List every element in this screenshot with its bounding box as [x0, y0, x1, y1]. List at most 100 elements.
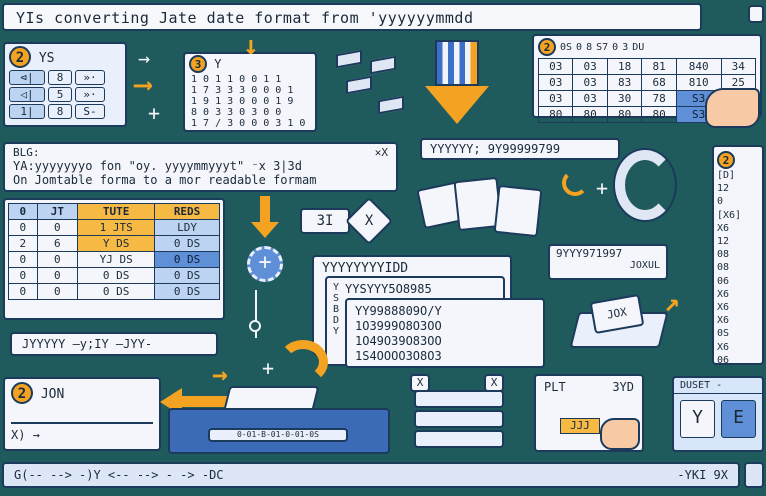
grid-cell: 80 [537, 106, 574, 123]
keypad-key[interactable]: S- [75, 104, 105, 119]
receipt-code: 9YYY971997 [556, 247, 623, 260]
plt-tag[interactable]: JJJ [560, 418, 600, 434]
list-item: X6 [717, 302, 730, 314]
window-button-square[interactable] [748, 5, 764, 23]
grid-cell: 840 [675, 58, 722, 75]
y-card-line: 1 7 / 3 0 0 0 3 1 0 [191, 118, 306, 129]
stack-letter: Y [333, 282, 340, 293]
table-header: REDS [154, 203, 220, 220]
keypad-key[interactable]: 8 [48, 104, 72, 119]
keypad-key[interactable]: ⊲| [9, 70, 45, 85]
stack-mid-title: YYSYYY5O8985 [345, 282, 432, 296]
table-cell: YJ DS [77, 251, 156, 268]
json-title: JON [40, 387, 65, 402]
grid-cell: 18 [606, 58, 643, 75]
arrow-right-icon: → [212, 360, 228, 390]
list-badge: 2 [717, 151, 735, 169]
block-shapes [332, 48, 412, 128]
keypad-key[interactable]: »· [75, 70, 105, 85]
grid-cell: 03 [537, 74, 574, 91]
gear-icon: + [247, 246, 283, 282]
stack-letter: S [333, 293, 340, 304]
arrow-right-icon: ⟶ [135, 70, 151, 100]
paper-stack-icon [416, 165, 560, 245]
grid-header: 8 [586, 41, 593, 53]
converter-line: On Jomtable forma to a mor readable form… [13, 173, 317, 187]
table-cell: 0 [8, 267, 38, 284]
list-item: X6 [717, 288, 730, 300]
receipt: 9YYY971997 JOXUL [548, 244, 668, 280]
grid-cell: 03 [537, 90, 574, 107]
y-card-line: 1 0 1 1 0 0 1 1 [191, 74, 282, 85]
bottom-bar-end-button[interactable] [744, 462, 764, 488]
keypad-panel: 2 YS ⊲| 8 »· ◁| 5 »· 1| 8 S- [3, 42, 127, 127]
arrow-right-icon: → [138, 46, 151, 70]
receipt-sub: JOXUL [629, 260, 660, 271]
stack-letter: B [333, 304, 340, 315]
keypad-key[interactable]: »· [75, 87, 105, 102]
stack-letter: Y [333, 326, 340, 337]
y-card-label: Y [214, 57, 222, 71]
list-item: 08 [717, 249, 730, 261]
plt-left: PLT [544, 380, 566, 394]
keypad-key[interactable]: ◁| [9, 87, 45, 102]
code-bubble: YYYYYY; 9Y99999799 [420, 138, 620, 160]
grid-cell: 68 [641, 74, 677, 91]
grid-cell: 34 [720, 58, 757, 75]
table-cell: 0 DS [154, 267, 220, 284]
y-card-line: 8 0 3 3 0 3 0 0 [191, 107, 282, 118]
dust-button-y[interactable]: Y [680, 400, 715, 438]
grid-cell: 03 [572, 74, 608, 91]
grid-cell: 30 [606, 90, 643, 107]
list-item: 06 [717, 275, 730, 287]
keypad-key[interactable]: 1| [9, 104, 45, 119]
grid-header: S7 [596, 41, 609, 53]
table-cell: 0 [36, 219, 79, 236]
table-cell: Y DS [77, 235, 156, 252]
y-card-line: 1 9 1 3 0 0 0 1 9 [191, 96, 294, 107]
dust-panel: DUSET - Y E [672, 376, 764, 452]
funnel-arrow-icon [425, 40, 489, 124]
list-item: X6 [717, 315, 730, 327]
connector-line [255, 290, 257, 338]
keypad-grid: ⊲| 8 »· ◁| 5 »· 1| 8 S- [5, 70, 125, 119]
hand-pen-icon [705, 88, 760, 128]
table-cell: LDY [154, 219, 220, 236]
plus-icon: + [148, 101, 161, 125]
dust-button-e[interactable]: E [721, 400, 756, 438]
curved-arrow-icon [562, 170, 588, 196]
converter-label: BLG: [13, 146, 40, 159]
close-icon[interactable]: X [484, 374, 504, 392]
x-mark: X [416, 376, 424, 389]
list-item: 06 [717, 354, 730, 366]
grid-header: 0 [612, 41, 619, 53]
grid-header: 0 [576, 41, 583, 53]
grid-cell: 81 [641, 58, 677, 75]
left-table: 0 JT TUTE REDS 0 0 1 JTS LDY 2 6 Y DS 0 … [8, 203, 220, 300]
close-icon[interactable]: ✕X [374, 146, 388, 159]
printer-icon: 0-01-B-01-0-01-0S [168, 386, 390, 456]
table-cell: 2 [8, 235, 38, 252]
table-cell: 0 [36, 251, 79, 268]
curved-arrow-icon [278, 340, 328, 384]
stack-line: 1S4OOOO3O8O3 [355, 349, 442, 363]
grid-cell: 810 [675, 74, 722, 91]
printer-slot: 0-01-B-01-0-01-0S [208, 428, 348, 442]
grid-cell: 83 [606, 74, 643, 91]
keypad-key[interactable]: 8 [48, 70, 72, 85]
grid-cell: 03 [537, 58, 574, 75]
list-item: [D] [717, 170, 736, 181]
list-item: 12 [717, 183, 730, 195]
hand-pointer-icon [600, 418, 640, 450]
grid-cell: 25 [720, 74, 757, 91]
plt-right: 3YD [612, 380, 634, 394]
grid-badge: 2 [538, 38, 556, 56]
book-icon: JOX [569, 293, 669, 354]
plus-icon: + [262, 356, 275, 380]
list-item: [X6] [717, 209, 742, 221]
code-bubble-text: YYYYYY; 9Y99999799 [430, 142, 561, 156]
table-header: JT [36, 203, 79, 220]
keypad-key[interactable]: 5 [48, 87, 72, 102]
close-icon[interactable]: X [344, 196, 394, 246]
y-card-badge: 3 [189, 55, 207, 73]
